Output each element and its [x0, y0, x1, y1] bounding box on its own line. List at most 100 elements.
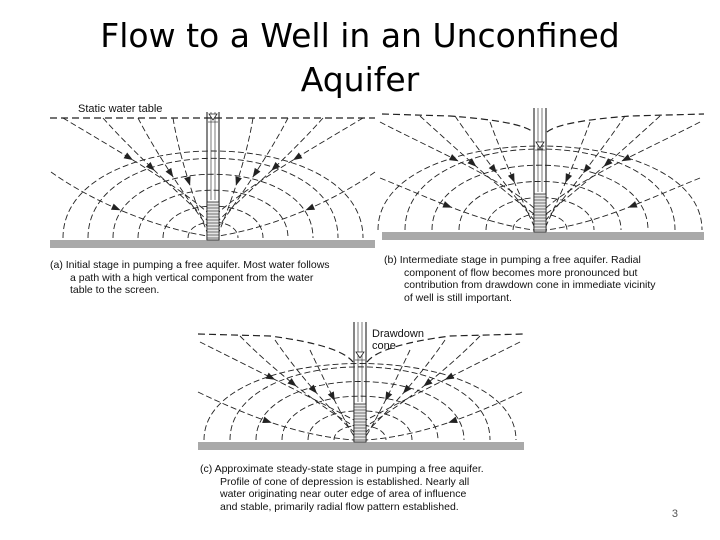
flow-arrow [621, 154, 631, 162]
caption-b-line-2: component of flow becomes more pronounce… [404, 266, 638, 279]
flow-line [545, 115, 626, 221]
flow-line [379, 177, 535, 231]
aquifer-base [50, 240, 375, 248]
flow-line [218, 171, 376, 237]
equipotential-line [87, 157, 339, 239]
aquifer-base [382, 232, 704, 240]
flow-line [419, 115, 535, 215]
flow-arrow [252, 167, 261, 178]
flow-arrow [627, 201, 638, 208]
flow-line [545, 115, 661, 215]
flow-line [365, 349, 411, 437]
static-water-table-label: Static water table [78, 103, 163, 115]
flow-arrow [165, 167, 174, 178]
flow-arrow [305, 203, 316, 211]
caption-c: (c) Approximate steady-state stage in pu… [200, 463, 530, 513]
caption-a-line-1: (a) Initial stage in pumping a free aqui… [50, 259, 330, 271]
flow-arrow [467, 158, 477, 167]
drawdown-label-line-1: Drawdown [372, 328, 424, 340]
flow-arrow [423, 378, 433, 387]
caption-b-line-1: (b) Intermediate stage in pumping a free… [384, 254, 641, 266]
equipotential-line [431, 164, 649, 231]
flow-arrow [110, 203, 121, 211]
flow-arrow [271, 162, 281, 171]
well-screen [533, 193, 547, 233]
equipotential-line [112, 173, 314, 239]
flow-line [545, 177, 701, 231]
flow-arrow [507, 173, 515, 183]
flow-arrow [583, 164, 592, 174]
well-screen [206, 201, 220, 241]
flow-arrow [327, 391, 335, 401]
water-table-line [381, 113, 705, 133]
flow-line [454, 115, 535, 221]
flow-line [218, 117, 324, 221]
flow-line [379, 121, 535, 209]
caption-c-line-1: (c) Approximate steady-state stage in pu… [200, 463, 484, 475]
water-level-marker [208, 113, 218, 121]
flow-arrow [292, 152, 303, 161]
flow-arrow [444, 372, 455, 380]
flow-arrow [565, 173, 573, 183]
well-screen [353, 403, 367, 443]
title-line-2: Aquifer [300, 60, 420, 99]
flow-arrow [287, 378, 297, 387]
equipotential-line [229, 366, 491, 441]
equipotential-line [62, 150, 364, 239]
flow-arrow [402, 384, 412, 394]
caption-c-line-2: Profile of cone of depression is establi… [220, 475, 470, 488]
equipotential-line [512, 213, 568, 231]
flow-line [489, 121, 535, 227]
water-level-marker [535, 141, 545, 149]
flow-arrow [184, 176, 191, 186]
equipotential-line [458, 180, 622, 231]
title-line-1: Flow to a Well in an Unconfined [100, 16, 620, 55]
caption-b: (b) Intermediate stage in pumping a free… [384, 254, 714, 304]
flow-line [218, 117, 254, 233]
equipotential-line [137, 189, 289, 239]
flow-arrow [308, 384, 318, 394]
water-table-line [197, 333, 525, 363]
flow-arrow [235, 176, 242, 186]
aquifer-base [198, 442, 524, 450]
flow-line [199, 341, 355, 421]
flow-arrow [442, 201, 453, 208]
caption-b-line-4: of well is still important. [404, 291, 512, 304]
flow-line [197, 391, 355, 441]
caption-a-line-3: table to the screen. [70, 284, 160, 296]
flow-arrow [603, 158, 613, 167]
slide-title: Flow to a Well in an Unconfined Aquifer [40, 14, 680, 102]
flow-line [365, 391, 523, 441]
caption-a-line-2: a path with a high vertical component fr… [70, 271, 314, 284]
flow-arrow [448, 416, 458, 424]
diagram-panel-b [377, 108, 705, 240]
flow-arrow [449, 154, 459, 162]
flow-line [62, 117, 208, 213]
page-number: 3 [671, 508, 678, 520]
caption-c-line-3: water originating near outer edge of are… [220, 488, 467, 500]
flow-line [309, 349, 355, 437]
flow-line [218, 117, 364, 213]
flow-line [545, 121, 591, 227]
flow-arrow [145, 162, 155, 171]
caption-b-line-3: contribution from drawdown cone in immed… [404, 279, 656, 291]
flow-arrow [385, 391, 393, 401]
equipotential-line [281, 395, 439, 441]
flow-arrow [265, 372, 276, 380]
flow-arrow [488, 164, 497, 174]
flow-line [50, 171, 208, 237]
caption-a: (a) Initial stage in pumping a free aqui… [50, 259, 380, 297]
flow-line [545, 121, 701, 209]
flow-arrow [123, 152, 134, 161]
flow-line [172, 117, 208, 233]
equipotential-line [255, 381, 465, 441]
flow-arrow [262, 416, 272, 424]
caption-c-line-4: and stable, primarily radial flow patter… [220, 500, 459, 513]
equipotential-line [404, 148, 676, 231]
equipotential-line [485, 197, 595, 231]
flow-line [102, 117, 208, 221]
equipotential-line [203, 363, 517, 441]
diagram-panel-a [50, 112, 376, 248]
water-level-marker [355, 351, 365, 359]
diagram-panel-c [197, 322, 525, 450]
